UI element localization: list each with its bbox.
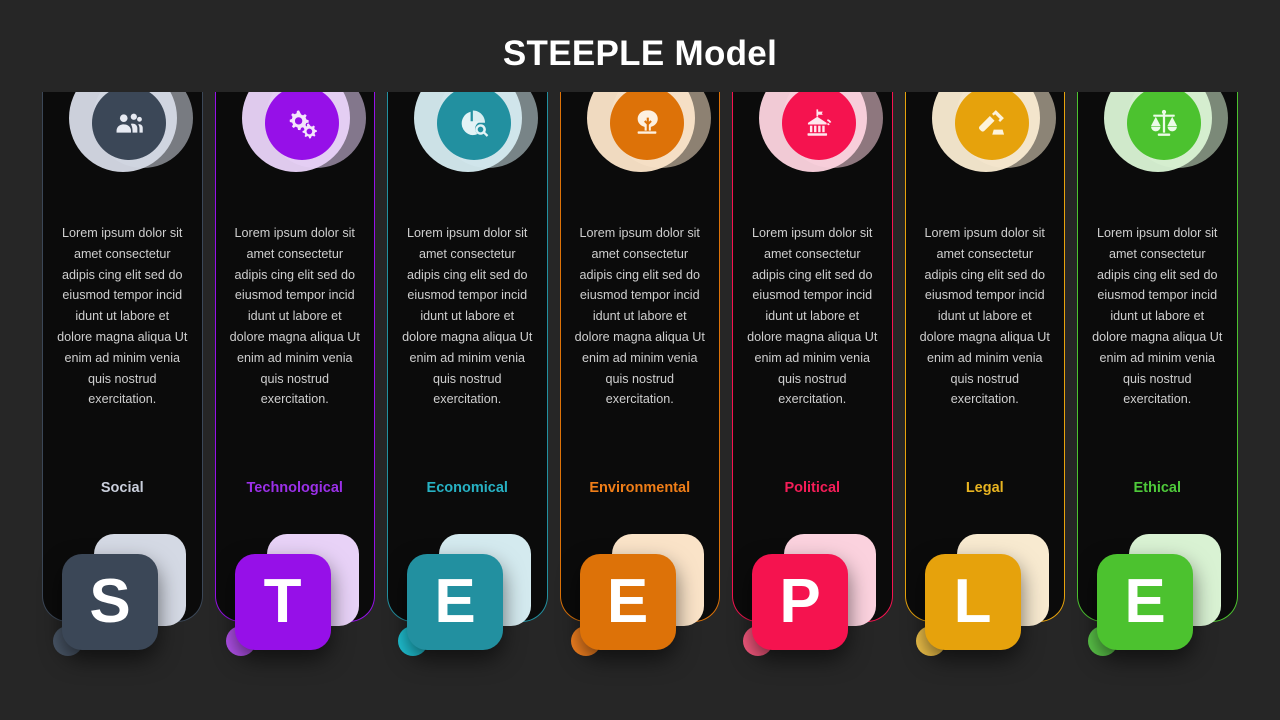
steeple-column[interactable]: Lorem ipsum dolor sit amet consectetur a… <box>554 92 727 682</box>
icon-halo-inner <box>1128 92 1228 168</box>
gavel-icon[interactable] <box>954 92 1029 160</box>
column-category-label: Environmental <box>589 480 691 496</box>
column-body-text: Lorem ipsum dolor sit amet consectetur a… <box>919 226 1050 407</box>
letter-tile[interactable]: L <box>924 554 1021 650</box>
icon-cluster <box>216 92 375 204</box>
letter-tile[interactable]: E <box>407 554 503 650</box>
column-category-label: Technological <box>246 480 343 496</box>
icon-cluster <box>906 92 1065 204</box>
icon-halo-outer <box>1104 92 1212 172</box>
letter-tile-character: T <box>263 567 302 636</box>
column-body-text: Lorem ipsum dolor sit amet consectetur a… <box>574 226 705 407</box>
column-category-label: Social <box>100 480 144 496</box>
letter-tile-group[interactable]: E <box>1071 534 1244 682</box>
icon-halo-outer <box>69 92 177 172</box>
icon-halo-inner <box>610 92 711 168</box>
steeple-column[interactable]: Lorem ipsum dolor sit amet consectetur a… <box>36 92 209 682</box>
icon-halo-outer <box>931 92 1040 172</box>
letter-tile-character: E <box>1124 567 1166 636</box>
letter-tile[interactable]: S <box>62 554 158 650</box>
icon-cluster <box>1078 92 1237 204</box>
steeple-column[interactable]: Lorem ipsum dolor sit amet consectetur a… <box>209 92 382 682</box>
letter-tile[interactable]: E <box>1097 554 1193 650</box>
letter-tile-character: P <box>779 567 821 636</box>
letter-tile[interactable]: T <box>234 554 331 650</box>
icon-halo-inner <box>955 92 1056 168</box>
icon-halo-inner <box>783 92 883 168</box>
icon-halo-outer <box>586 92 695 172</box>
page-title: STEEPLE Model <box>502 34 778 73</box>
letter-tile-character: E <box>434 567 476 636</box>
letter-tile[interactable]: E <box>579 554 676 650</box>
steeple-column[interactable]: Lorem ipsum dolor sit amet consectetur a… <box>381 92 554 682</box>
column-body-text: Lorem ipsum dolor sit amet consectetur a… <box>402 226 533 407</box>
icon-halo-inner <box>438 92 538 168</box>
letter-tile-character: S <box>89 567 131 636</box>
icon-halo-outer <box>241 92 350 172</box>
icon-cluster <box>561 92 720 204</box>
icon-halo-outer <box>414 92 522 172</box>
letter-tile-group[interactable]: L <box>899 534 1072 682</box>
column-category-label: Political <box>784 480 841 496</box>
government-building-icon[interactable] <box>782 92 856 160</box>
letter-tile-character: E <box>606 567 649 636</box>
icon-halo-outer <box>759 92 867 172</box>
column-body-text: Lorem ipsum dolor sit amet consectetur a… <box>57 226 188 407</box>
letter-tile-group[interactable]: T <box>209 534 382 682</box>
steeple-column[interactable]: Lorem ipsum dolor sit amet consectetur a… <box>1071 92 1244 682</box>
letter-tile[interactable]: P <box>752 554 848 650</box>
column-category-label: Legal <box>965 480 1004 496</box>
letter-tile-group[interactable]: S <box>36 534 209 682</box>
column-category-label: Ethical <box>1133 480 1182 496</box>
icon-cluster <box>733 92 892 204</box>
column-body-text: Lorem ipsum dolor sit amet consectetur a… <box>747 226 878 407</box>
column-body-text: Lorem ipsum dolor sit amet consectetur a… <box>229 226 360 407</box>
letter-tile-group[interactable]: P <box>726 534 899 682</box>
icon-halo-inner <box>93 92 193 168</box>
icon-halo-inner <box>265 92 366 168</box>
people-group-icon[interactable] <box>92 92 166 160</box>
scales-balance-icon[interactable] <box>1127 92 1201 160</box>
letter-tile-group[interactable]: E <box>381 534 554 682</box>
steeple-columns: Lorem ipsum dolor sit amet consectetur a… <box>36 92 1244 682</box>
pie-chart-search-icon[interactable] <box>437 92 511 160</box>
steeple-column[interactable]: Lorem ipsum dolor sit amet consectetur a… <box>726 92 899 682</box>
tree-icon[interactable] <box>609 92 684 160</box>
column-body-text: Lorem ipsum dolor sit amet consectetur a… <box>1092 226 1223 407</box>
column-category-label: Economical <box>426 480 508 496</box>
gears-icon[interactable] <box>264 92 339 160</box>
icon-cluster <box>43 92 202 204</box>
steeple-column[interactable]: Lorem ipsum dolor sit amet consectetur a… <box>899 92 1072 682</box>
letter-tile-character: L <box>953 567 992 636</box>
icon-cluster <box>388 92 547 204</box>
letter-tile-group[interactable]: E <box>554 534 727 682</box>
